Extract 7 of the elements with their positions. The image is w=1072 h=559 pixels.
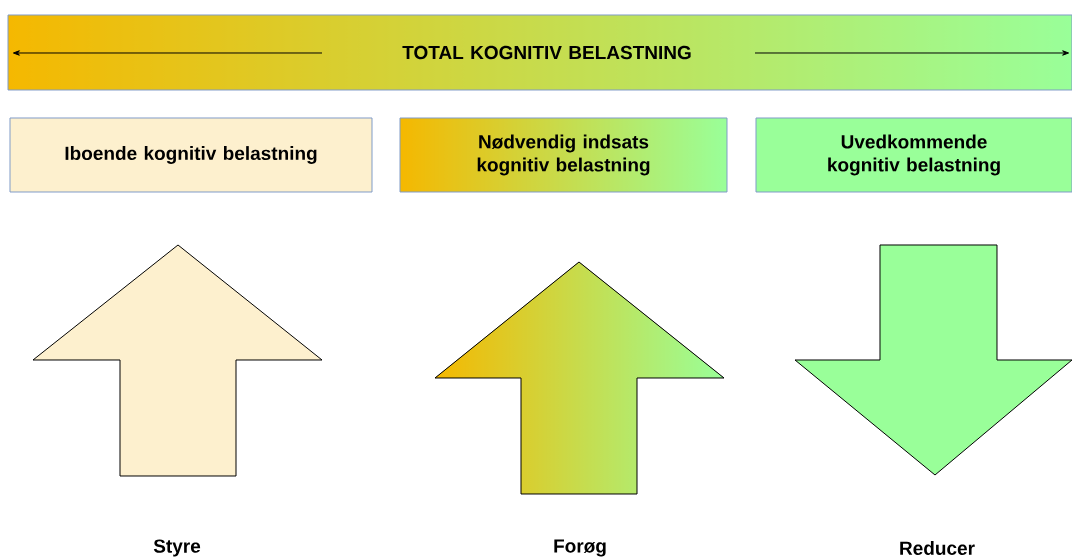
concept-box: Nødvendig indsats kognitiv belastning (399, 117, 728, 193)
arrow-label: Forøg (554, 539, 606, 557)
concept-box: Iboende kognitiv belastning (9, 117, 373, 193)
arrow-label: Styre (153, 539, 201, 557)
arrow-label: Reducer (900, 541, 975, 555)
concept-box: Uvedkommende kognitiv belastning (755, 117, 1072, 193)
title-band: TOTAL KOGNITIV BELASTNING (7, 14, 1072, 91)
